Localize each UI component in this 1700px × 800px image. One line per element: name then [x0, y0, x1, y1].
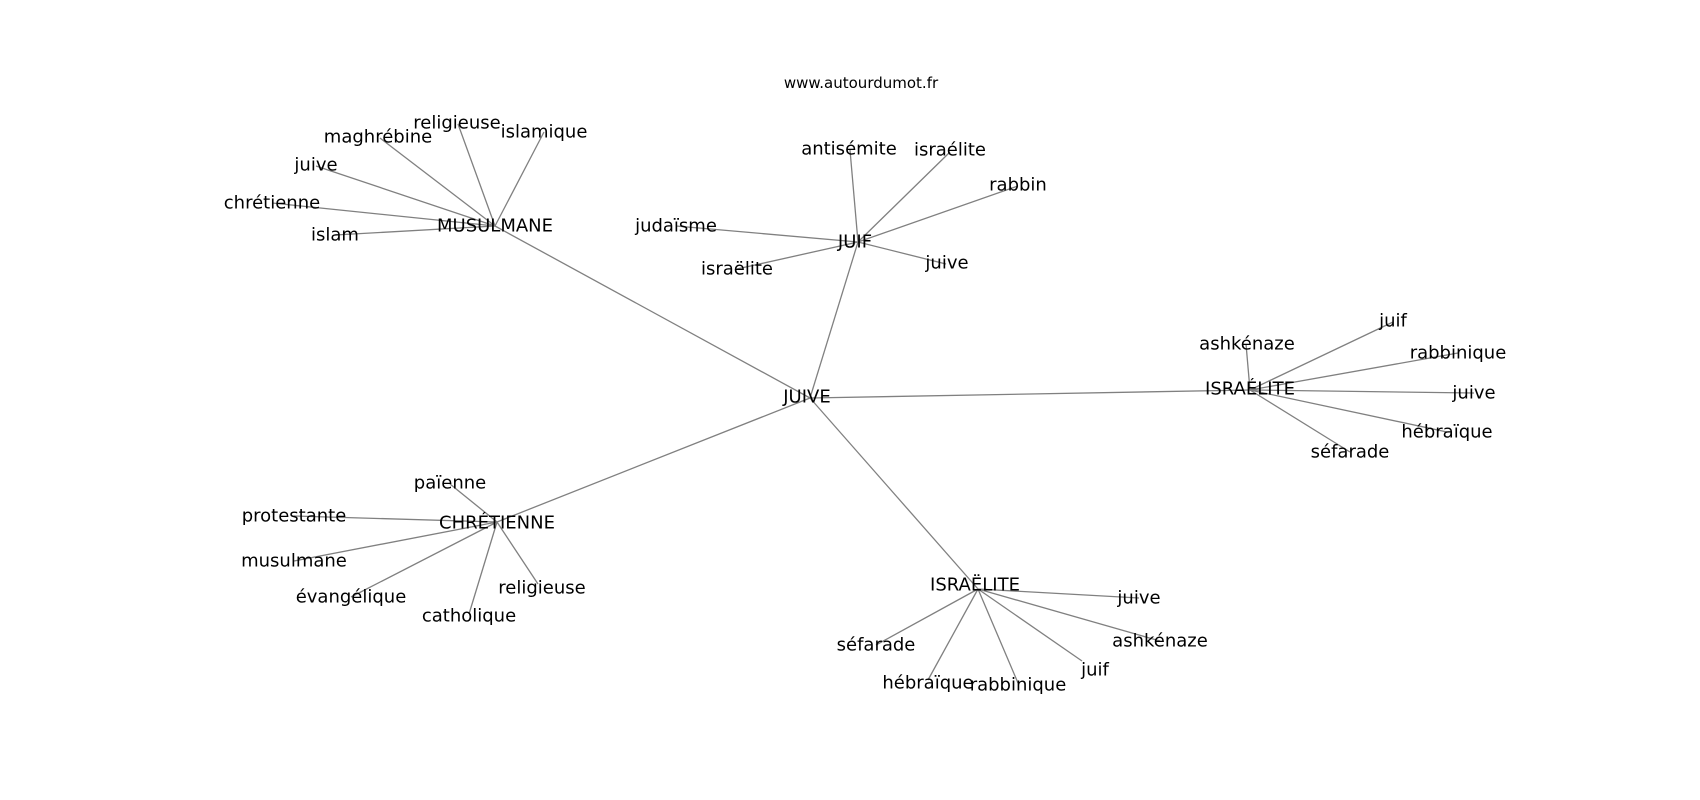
edge-musulmane-juive — [315, 165, 496, 227]
node-rabbinique: rabbinique — [970, 675, 1067, 696]
edge-chretienne-protestante — [293, 515, 498, 523]
edge-juif-judaisme — [675, 225, 859, 243]
node-maghrebine: maghrébine — [324, 127, 432, 148]
edge-juif-juive — [857, 241, 947, 265]
node-islamique: islamique — [501, 122, 588, 143]
edge-israelite-juif — [977, 588, 1083, 662]
node-hebraique: hébraïque — [1401, 422, 1492, 443]
node-rabbinique: rabbinique — [1410, 343, 1507, 364]
node-juive: juive — [924, 253, 968, 274]
edge-israelite-ashkenaze — [977, 588, 1161, 642]
watermark-text: www.autourdumot.fr — [784, 74, 939, 92]
edge-musulmane-chretienne — [271, 202, 496, 227]
graph-nodes: JUIVE MUSULMANE JUIF ISRAÉLITE ISRAËLITE CHRÉ… — [224, 113, 1507, 696]
node-catholique: catholique — [422, 606, 516, 627]
graph-edges — [271, 123, 1475, 684]
node-juif: juif — [1080, 660, 1109, 681]
edge-israelite-juif — [1249, 321, 1394, 391]
node-sefarade: séfarade — [1311, 442, 1390, 463]
edge-chretienne-evangelique — [350, 521, 498, 598]
node-chretienne: chrétienne — [224, 193, 320, 214]
node-antisemite: antisémite — [801, 139, 897, 160]
edge-musulmane-maghrebine — [379, 137, 496, 227]
edge-chretienne-paienne — [449, 483, 498, 523]
edge-israelite-juive — [1249, 389, 1475, 394]
node-juif: juif — [1378, 311, 1407, 332]
node-musulmane: MUSULMANE — [437, 216, 553, 237]
node-juive: juive — [1451, 383, 1495, 404]
node-juive: JUIVE — [782, 387, 830, 408]
node-religieuse: religieuse — [413, 113, 500, 134]
edge-israelite-hebraique — [1249, 389, 1448, 433]
node-sefarade: séfarade — [837, 635, 916, 656]
node-chretienne: CHRÉTIENNE — [439, 512, 555, 534]
edge-juive-israelite — [809, 389, 1251, 399]
node-paienne: païenne — [414, 473, 486, 494]
edge-juif-antisemite — [849, 149, 859, 243]
edge-juif-rabbin — [857, 185, 1019, 243]
edge-israelite-juive — [977, 588, 1140, 599]
edge-musulmane-religieuse — [457, 123, 496, 227]
edge-chretienne-musulmane — [293, 521, 498, 562]
edge-israelite-sefarade — [875, 588, 979, 646]
edge-israelite-sefarade — [1249, 389, 1351, 453]
node-israelite: israélite — [914, 140, 986, 161]
node-israelite: israëlite — [701, 259, 773, 280]
node-hebraique: hébraïque — [882, 673, 973, 694]
edge-israelite-ashkenaze — [1245, 343, 1251, 391]
edge-israelite-hebraique — [927, 588, 979, 681]
node-religieuse: religieuse — [498, 578, 585, 599]
node-israelite: ISRAËLITE — [930, 575, 1020, 596]
edge-chretienne-religieuse — [496, 521, 539, 585]
edge-juif-israelite — [857, 151, 951, 243]
node-juive: juive — [293, 155, 337, 176]
edge-juive-israelite — [809, 397, 979, 590]
edge-juive-musulmane — [494, 225, 811, 399]
edge-chretienne-catholique — [468, 521, 498, 615]
node-rabbin: rabbin — [989, 175, 1047, 196]
node-ashkenaze: ashkénaze — [1112, 631, 1208, 652]
node-ashkenaze: ashkénaze — [1199, 334, 1295, 355]
node-israelite: ISRAÉLITE — [1205, 378, 1295, 400]
node-juif: JUIF — [837, 232, 872, 253]
node-judaisme: judaïsme — [634, 216, 717, 237]
node-juive: juive — [1116, 588, 1160, 609]
node-protestante: protestante — [242, 506, 347, 527]
node-islam: islam — [311, 225, 359, 246]
node-evangelique: évangélique — [296, 587, 407, 608]
edge-musulmane-islam — [334, 225, 496, 236]
node-musulmane: musulmane — [241, 551, 347, 572]
edge-israelite-rabbinique — [1249, 352, 1459, 391]
edge-israelite-rabbinique — [977, 588, 1019, 684]
edge-musulmane-islamique — [494, 131, 545, 227]
edge-juif-israelite — [736, 241, 859, 270]
edge-juive-chretienne — [496, 397, 811, 523]
edge-juive-juif — [809, 241, 859, 399]
